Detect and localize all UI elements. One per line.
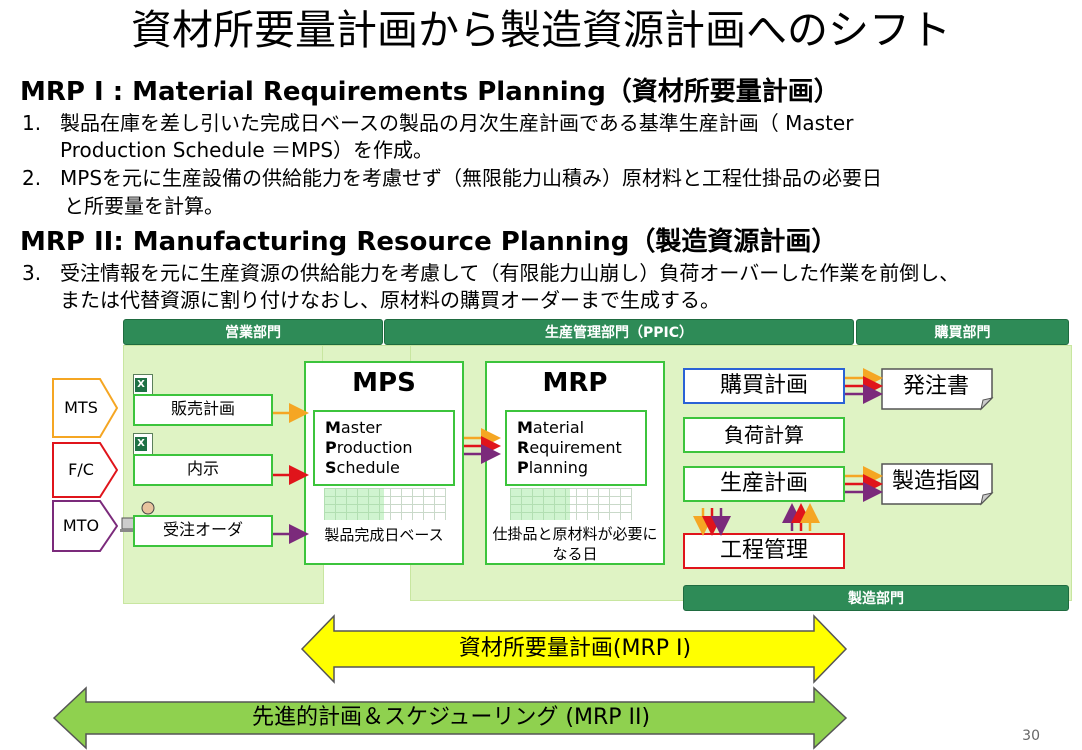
mrp1-item2-line1: MPSを元に生産設備の供給能力を考慮せず（無限能力山積み）原材料と工程仕掛品の必… (60, 166, 883, 190)
dept-manufacturing: 製造部門 (683, 585, 1069, 611)
purchase-plan-label: 購買計画 (719, 373, 808, 398)
mrp1-band-label: 資材所要量計画(MRP I) (458, 636, 692, 661)
load-calc-box: 負荷計算 (683, 417, 845, 453)
spreadsheet-icon: X (133, 374, 153, 396)
mrp1-item2-line2: と所要量を計算。 (64, 194, 224, 218)
mto-pentagon (52, 500, 118, 552)
fc-pentagon (52, 442, 118, 498)
mrp1-item1-line1: 製品在庫を差し引いた完成日ベースの製品の月次生産計画である基準生産計画（ Mas… (60, 111, 854, 135)
page-number: 30 (1022, 728, 1040, 744)
work-instruction-doc-shape (881, 463, 994, 506)
spreadsheet-icon: X (133, 433, 153, 455)
mrp-line-requirement: Requirement (517, 438, 622, 457)
sales-plan-box: 販売計画 (133, 394, 273, 426)
page-title: 資材所要量計画から製造資源計画へのシフト (131, 6, 951, 54)
fc-label: F/C (68, 460, 94, 479)
mrp-schedule-grid (510, 488, 632, 520)
dept-purchasing: 購買部門 (856, 319, 1069, 345)
mps-schedule-grid (324, 488, 446, 520)
mps-line-schedule: Schedule (325, 458, 400, 477)
mto-label: MTO (62, 516, 100, 535)
process-mgmt-label: 工程管理 (719, 538, 808, 563)
informal-order-box: 内示 (133, 454, 273, 486)
dept-sales: 営業部門 (123, 319, 383, 345)
mrp-title: MRP (542, 368, 608, 398)
production-plan-box: 生産計画 (683, 466, 845, 502)
mrp1-heading: MRP I : Material Requirements Planning（資… (20, 77, 840, 107)
mps-title: MPS (352, 368, 416, 398)
mps-note: 製品完成日ベース (324, 526, 444, 544)
load-calc-label: 負荷計算 (724, 423, 804, 447)
mrp2-band-label: 先進的計画＆スケジューリング (MRP II) (251, 705, 651, 730)
mps-definition-box: Master Production Schedule (313, 410, 455, 486)
mrp2-heading: MRP II: Manufacturing Resource Planning（… (20, 227, 838, 257)
mps-grid-highlight (324, 488, 384, 520)
mrp2-item3-line2: または代替資源に割り付けなおし、原材料の購買オーダーまで生成する。 (60, 288, 720, 312)
mrp2-band-arrow (52, 686, 848, 750)
dept-ppic: 生産管理部門（PPIC） (384, 319, 854, 345)
mrp1-band-arrow (300, 614, 848, 684)
process-mgmt-box: 工程管理 (683, 533, 845, 569)
mrp2-item3-line1: 受注情報を元に生産資源の供給能力を考慮して（有限能力山崩し）負荷オーバーした作業… (60, 261, 960, 285)
purchase-order-label: 発注書 (902, 374, 969, 399)
mrp-line-material: Material (517, 418, 585, 437)
production-plan-label: 生産計画 (719, 471, 808, 496)
mrp1-item1-number: 1. (22, 111, 42, 135)
mrp2-item3-number: 3. (22, 261, 42, 285)
work-instruction-label: 製造指図 (891, 469, 980, 494)
mps-line-master: Master (325, 418, 382, 437)
mrp1-item2-number: 2. (22, 166, 42, 190)
customer-order-box: 受注オーダ (133, 515, 273, 547)
mps-line-production: Production (325, 438, 413, 457)
mrp-line-planning: Planning (517, 458, 589, 477)
mrp-note: 仕掛品と原材料が必要になる日 (492, 525, 658, 563)
mts-label: MTS (64, 398, 98, 417)
purchase-plan-box: 購買計画 (683, 368, 845, 404)
mrp-grid-highlight (510, 488, 570, 520)
mrp1-item1-line2: Production Schedule ＝MPS）を作成。 (60, 138, 434, 162)
mrp-definition-box: Material Requirement Planning (505, 410, 647, 486)
mts-pentagon (52, 378, 118, 438)
